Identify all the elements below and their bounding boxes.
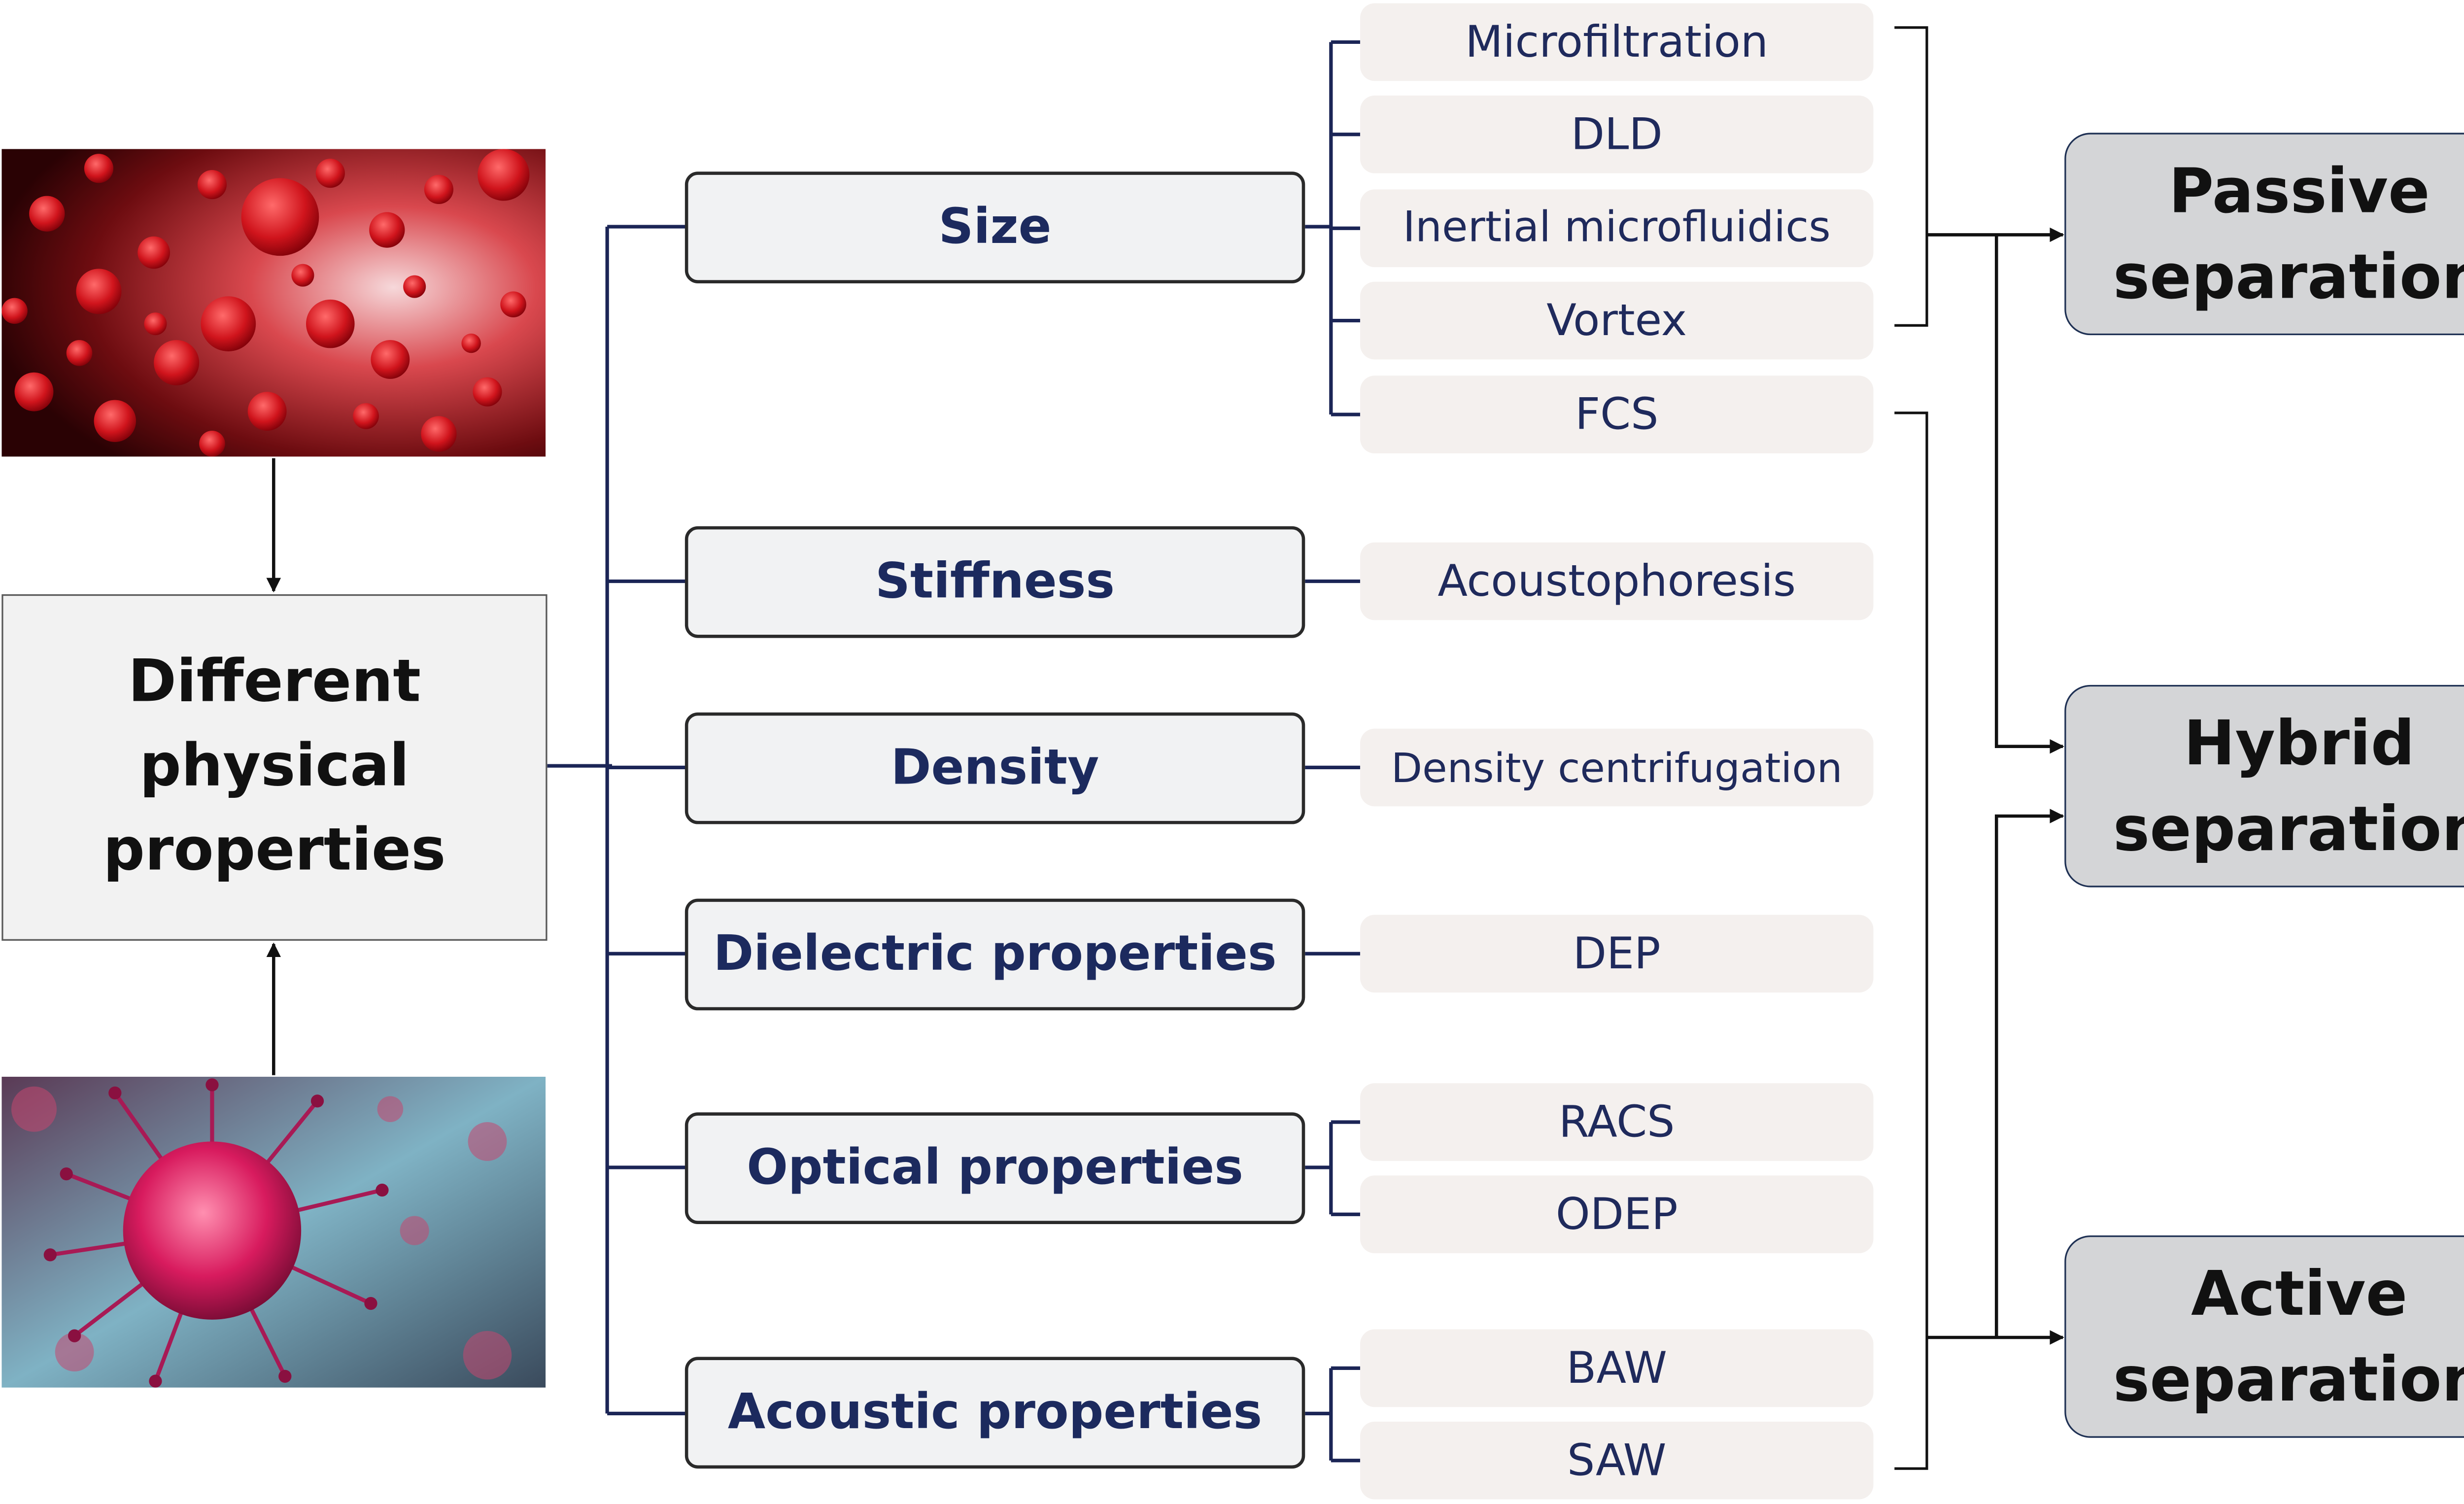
result-active-line-2: separation — [2113, 1343, 2464, 1415]
blood-cells-image — [1, 149, 546, 457]
method-dep: DEP — [1360, 915, 1874, 993]
central-line-3: properties — [103, 818, 446, 885]
active-group-brace — [1894, 411, 1928, 1470]
central-line-1: Different — [128, 649, 421, 716]
result-passive-line-2: separation — [2113, 240, 2464, 312]
method-dld: DLD — [1360, 95, 1874, 173]
property-density: Density — [684, 712, 1305, 824]
active-to-hybrid-line — [1994, 809, 2064, 1337]
method-fcs: FCS — [1360, 376, 1874, 453]
method-baw: BAW — [1360, 1329, 1874, 1407]
method-vortex: Vortex — [1360, 281, 1874, 360]
property-size: Size — [684, 171, 1305, 283]
property-dielectric: Dielectric properties — [684, 898, 1305, 1011]
central-node: Different physical properties — [1, 594, 548, 941]
size-methods-bracket — [1305, 40, 1360, 416]
method-saw: SAW — [1360, 1421, 1874, 1500]
method-microfiltration: Microfiltration — [1360, 3, 1874, 81]
virus-cell-image — [1, 1076, 546, 1388]
method-odep: ODEP — [1360, 1175, 1874, 1254]
method-racs: RACS — [1360, 1083, 1874, 1161]
method-acoustophoresis: Acoustophoresis — [1360, 542, 1874, 620]
result-active-line-1: Active — [2191, 1258, 2408, 1330]
optical-methods-bracket — [1305, 1120, 1360, 1216]
result-passive-line-1: Passive — [2168, 155, 2430, 227]
result-passive-separation: Passive separation — [2064, 133, 2464, 336]
acoustic-methods-bracket — [1305, 1366, 1360, 1463]
result-hybrid-line-2: separation — [2113, 792, 2464, 864]
method-inertial-microfluidics: Inertial microfluidics — [1360, 189, 1874, 268]
property-acoustic: Acoustic properties — [684, 1357, 1305, 1469]
central-line-2: physical — [139, 733, 410, 800]
method-density-centrifugation: Density centrifugation — [1360, 728, 1874, 807]
result-hybrid-separation: Hybrid separation — [2064, 684, 2464, 888]
passive-to-hybrid-line — [1994, 235, 2064, 754]
result-hybrid-line-1: Hybrid — [2184, 708, 2415, 779]
property-stiffness: Stiffness — [684, 526, 1305, 638]
property-optical: Optical properties — [684, 1112, 1305, 1224]
passive-group-brace — [1894, 26, 1928, 327]
result-active-separation: Active separation — [2064, 1235, 2464, 1438]
